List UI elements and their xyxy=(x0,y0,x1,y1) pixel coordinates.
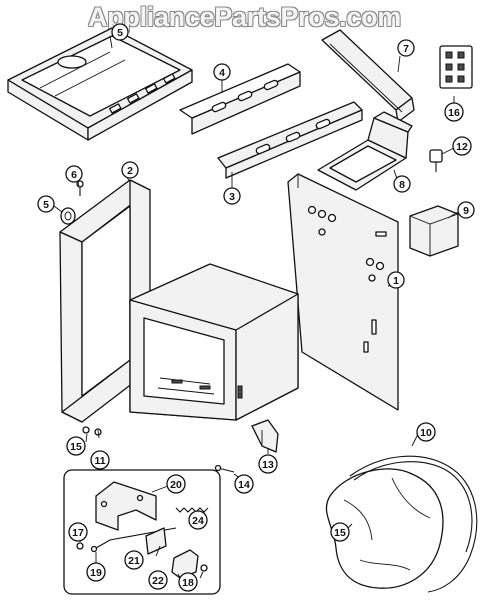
part-switch[interactable] xyxy=(429,149,443,172)
part-vent-duct[interactable] xyxy=(317,111,413,191)
part-screw-18[interactable] xyxy=(76,542,84,550)
svg-text:13: 13 xyxy=(262,459,274,471)
svg-text:3: 3 xyxy=(229,191,235,203)
callout-11[interactable]: 11 xyxy=(90,450,110,470)
part-rear-bracket[interactable] xyxy=(321,29,415,123)
callout-17[interactable]: 16 xyxy=(444,102,464,122)
svg-text:20: 20 xyxy=(170,479,182,491)
part-junction-box[interactable] xyxy=(409,205,459,257)
svg-text:12: 12 xyxy=(456,141,468,153)
part-latch-switch[interactable] xyxy=(171,549,199,579)
callout-8[interactable]: 8 xyxy=(393,175,411,193)
svg-text:22: 22 xyxy=(152,575,164,587)
svg-text:16: 16 xyxy=(448,107,460,119)
svg-text:8: 8 xyxy=(399,179,405,191)
svg-text:19: 19 xyxy=(90,567,102,579)
svg-text:18: 18 xyxy=(182,577,194,589)
part-oven-cavity[interactable] xyxy=(129,263,299,421)
callout-18[interactable]: 17 xyxy=(68,522,88,542)
part-hinge[interactable] xyxy=(251,419,279,453)
callout-15[interactable]: 15 xyxy=(330,522,350,542)
callout-22[interactable]: 21 xyxy=(124,550,144,570)
svg-text:15: 15 xyxy=(70,441,82,453)
part-door-frame[interactable] xyxy=(59,179,151,423)
callout-19[interactable]: 18 xyxy=(178,572,198,592)
callout-5[interactable]: 5 xyxy=(37,195,55,213)
part-side-panel[interactable] xyxy=(287,173,399,411)
svg-text:2: 2 xyxy=(127,165,133,177)
callout-12[interactable]: 12 xyxy=(452,136,472,156)
svg-text:15: 15 xyxy=(334,527,346,539)
callout-4[interactable]: 4 xyxy=(213,63,231,81)
callout-24[interactable]: 24 xyxy=(188,510,208,530)
callout-3[interactable]: 3 xyxy=(223,187,241,205)
callout-5-top[interactable]: 5 xyxy=(111,23,129,41)
svg-text:10: 10 xyxy=(420,427,432,439)
svg-text:1: 1 xyxy=(393,275,399,287)
svg-text:5: 5 xyxy=(43,199,49,211)
callout-2[interactable]: 2 xyxy=(121,161,139,179)
part-spring[interactable] xyxy=(175,507,209,513)
svg-text:11: 11 xyxy=(94,455,105,467)
callout-13[interactable]: 13 xyxy=(258,454,278,474)
svg-text:17: 17 xyxy=(72,527,84,539)
callout-20[interactable]: 19 xyxy=(86,562,106,582)
callout-10[interactable]: 10 xyxy=(416,422,436,442)
svg-text:5: 5 xyxy=(117,27,123,39)
part-terminal-block[interactable] xyxy=(439,45,473,89)
svg-text:21: 21 xyxy=(128,555,140,567)
watermark-logo: AppliancePartsPros.com xyxy=(87,2,401,32)
callout-14[interactable]: 14 xyxy=(234,474,254,494)
part-insulation[interactable] xyxy=(325,468,444,589)
part-latch-plate[interactable] xyxy=(145,527,167,555)
svg-text:7: 7 xyxy=(403,43,409,55)
callout-7[interactable]: 7 xyxy=(397,39,415,57)
svg-text:14: 14 xyxy=(238,479,250,491)
part-screw-19[interactable] xyxy=(200,564,208,572)
svg-text:4: 4 xyxy=(219,67,225,79)
detail-inset xyxy=(63,469,221,595)
part-latch-bracket[interactable] xyxy=(95,481,157,531)
part-lower-bracket[interactable] xyxy=(217,101,363,179)
part-top-panel[interactable] xyxy=(7,27,193,141)
part-screw-14[interactable] xyxy=(214,464,235,473)
callout-16[interactable]: 15 xyxy=(66,436,86,456)
svg-text:9: 9 xyxy=(463,205,469,217)
callout-21[interactable]: 20 xyxy=(166,474,186,494)
callout-1[interactable]: 1 xyxy=(387,271,405,289)
part-knob[interactable] xyxy=(60,207,76,225)
part-screw-16[interactable] xyxy=(82,426,90,434)
part-gasket[interactable] xyxy=(349,455,478,593)
part-front-bracket[interactable] xyxy=(179,63,301,135)
callout-9[interactable]: 9 xyxy=(457,201,475,219)
svg-text:24: 24 xyxy=(192,515,204,527)
callout-6[interactable]: 6 xyxy=(65,165,83,183)
callout-23[interactable]: 22 xyxy=(148,570,168,590)
svg-text:6: 6 xyxy=(71,169,77,181)
